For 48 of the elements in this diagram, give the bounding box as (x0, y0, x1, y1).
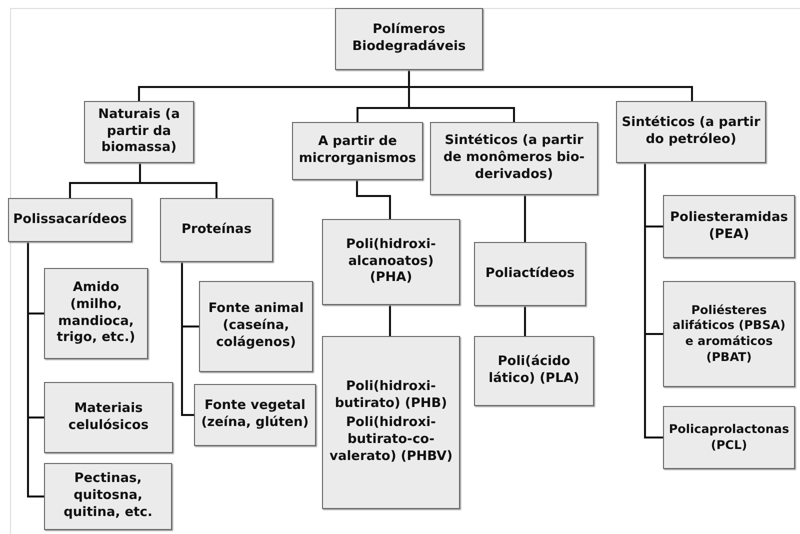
category-box (663, 281, 795, 387)
box-label: Poliesteramidas (PEA) (669, 210, 789, 244)
category-box (44, 382, 173, 453)
category-box (616, 101, 766, 163)
connector-line (389, 305, 391, 336)
box-label: Sintéticos (a partir de monômeros bio-derivados) (442, 133, 586, 184)
category-box (44, 268, 148, 359)
category-box (8, 198, 132, 242)
box-label: Polímeros Biodegradáveis (351, 22, 467, 56)
box-label: Poli(hidroxi-alcanoatos) (PHA) (345, 236, 437, 288)
category-box (84, 101, 194, 163)
category-box (322, 336, 460, 509)
box-label: Naturais (a partir da biomassa) (97, 106, 181, 158)
category-box (663, 406, 795, 469)
box-label: Fonte animal (caseína, colágenos) (207, 301, 305, 352)
category-box (430, 122, 598, 195)
connector-line (524, 195, 526, 242)
category-box (474, 336, 594, 406)
box-label: Amido (milho, mandioca, trigo, etc.) (56, 280, 136, 348)
connector-line (644, 163, 663, 438)
connector-line (27, 242, 44, 498)
box-label: Poli(ácido lático) (PLA) (488, 354, 580, 388)
box-label: Poli(hidroxi-butirato) (PHB) (334, 379, 448, 414)
category-box (663, 195, 795, 258)
box-label: Pectinas, quitosna, quitina, etc. (62, 471, 154, 522)
category-box (194, 384, 316, 446)
box-label: Poli(hidroxi-butirato-co-valerato) (PHBV) (328, 415, 454, 466)
category-box (44, 463, 172, 530)
box-label: Poliésteres alifáticos (PBSA) e aromáticos (PBAT) (671, 302, 786, 366)
box-label: Polissacarídeos (13, 212, 127, 228)
category-box (335, 8, 483, 70)
connector-line (181, 262, 194, 416)
connector-line (408, 70, 693, 101)
category-box (292, 122, 423, 180)
box-label: A partir de microrganismos (298, 134, 418, 168)
box-label: Materiais celulósicos (67, 400, 150, 434)
box-label: Poliactídeos (485, 266, 575, 282)
connector-line (524, 306, 526, 336)
category-box (474, 242, 586, 306)
connector-line (356, 180, 391, 219)
box-label: Policaprolactonas (PCL) (668, 422, 790, 454)
box-label: Proteínas (181, 222, 252, 238)
category-box (199, 281, 313, 372)
box-label: Fonte vegetal (zeína, glúten) (200, 398, 310, 432)
connector-line (139, 163, 218, 198)
box-label: Sintéticos (a partir do petróleo) (620, 115, 762, 149)
category-box (322, 219, 460, 305)
category-box (160, 198, 273, 262)
